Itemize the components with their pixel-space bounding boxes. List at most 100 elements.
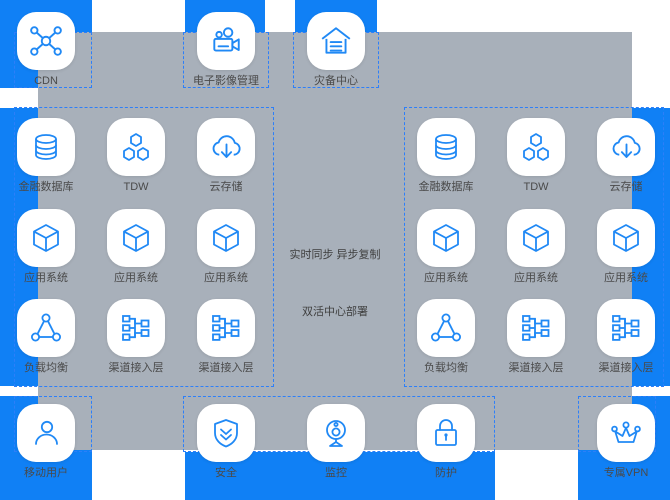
user-icon (30, 417, 62, 449)
node-right-tdw[interactable]: TDW (505, 118, 567, 194)
node-tile (597, 118, 655, 176)
node-label: 渠道接入层 (108, 362, 164, 374)
node-label: 渠道接入层 (508, 362, 564, 374)
node-left-app-system-3[interactable]: 应用系统 (195, 209, 257, 285)
disaster-recovery-building-icon (319, 24, 353, 58)
webcam-monitor-icon (320, 417, 352, 449)
node-disaster-recovery-center[interactable]: 灾备中心 (305, 12, 367, 88)
node-label: 负载均衡 (24, 362, 68, 374)
node-label: 应用系统 (24, 272, 68, 284)
node-label: 应用系统 (204, 272, 248, 284)
node-left-load-balancer[interactable]: 负载均衡 (15, 299, 77, 375)
node-left-channel-access-2[interactable]: 渠道接入层 (195, 299, 257, 375)
node-left-cloud-storage[interactable]: 云存储 (195, 118, 257, 194)
node-tile (307, 12, 365, 70)
node-tile (417, 404, 475, 462)
deployment-annotation: 双活中心部署 (302, 306, 368, 318)
node-tile (597, 299, 655, 357)
video-camera-icon (209, 24, 243, 58)
node-tile (417, 209, 475, 267)
node-right-channel-access-2[interactable]: 渠道接入层 (595, 299, 657, 375)
node-right-load-balancer[interactable]: 负载均衡 (415, 299, 477, 375)
node-left-tdw[interactable]: TDW (105, 118, 167, 194)
hierarchy-tree-icon (610, 312, 642, 344)
node-monitoring[interactable]: 监控 (305, 404, 367, 480)
node-tile (507, 118, 565, 176)
node-label: 监控 (325, 467, 347, 479)
node-tile (17, 12, 75, 70)
node-tile (197, 299, 255, 357)
node-label: 移动用户 (24, 467, 68, 479)
group-frame-right-datacenter (404, 107, 664, 387)
cdn-network-icon (29, 24, 63, 58)
node-tile (197, 209, 255, 267)
node-label: 灾备中心 (314, 75, 358, 87)
node-tile (17, 118, 75, 176)
node-tile (197, 12, 255, 70)
group-frame-left-datacenter (14, 107, 274, 387)
node-left-channel-access-1[interactable]: 渠道接入层 (105, 299, 167, 375)
node-label: 云存储 (609, 181, 643, 193)
node-mobile-user[interactable]: 移动用户 (15, 404, 77, 480)
hierarchy-tree-icon (210, 312, 242, 344)
node-tile (197, 118, 255, 176)
node-label: 专属VPN (603, 467, 649, 479)
cluster-nodes-icon (120, 131, 152, 163)
node-left-app-system-1[interactable]: 应用系统 (15, 209, 77, 285)
node-right-cloud-storage[interactable]: 云存储 (595, 118, 657, 194)
node-tile (597, 404, 655, 462)
node-right-channel-access-1[interactable]: 渠道接入层 (505, 299, 567, 375)
cluster-nodes-icon (520, 131, 552, 163)
load-balancer-icon (430, 312, 462, 344)
node-electronic-imaging[interactable]: 电子影像管理 (193, 12, 259, 88)
node-protection[interactable]: 防护 (415, 404, 477, 480)
node-label: 应用系统 (514, 272, 558, 284)
node-tile (17, 209, 75, 267)
node-right-app-system-2[interactable]: 应用系统 (505, 209, 567, 285)
cube-icon (120, 222, 152, 254)
node-tile (417, 299, 475, 357)
node-tile (197, 404, 255, 462)
node-left-financial-db[interactable]: 金融数据库 (15, 118, 77, 194)
node-tile (17, 299, 75, 357)
vpn-crown-icon (610, 417, 642, 449)
cube-icon (210, 222, 242, 254)
node-right-app-system-1[interactable]: 应用系统 (415, 209, 477, 285)
node-label: 安全 (215, 467, 237, 479)
node-tile (597, 209, 655, 267)
node-label: 负载均衡 (424, 362, 468, 374)
lock-icon (430, 417, 462, 449)
node-label: 金融数据库 (418, 181, 474, 193)
cube-icon (30, 222, 62, 254)
shield-icon (210, 417, 242, 449)
database-icon (430, 131, 462, 163)
node-dedicated-vpn[interactable]: 专属VPN (595, 404, 657, 480)
hierarchy-tree-icon (120, 312, 152, 344)
node-tile (507, 299, 565, 357)
node-left-app-system-2[interactable]: 应用系统 (105, 209, 167, 285)
node-security[interactable]: 安全 (195, 404, 257, 480)
node-label: TDW (523, 181, 549, 193)
sync-annotation: 实时同步 异步复制 (289, 249, 381, 261)
node-tile (107, 118, 165, 176)
node-right-financial-db[interactable]: 金融数据库 (415, 118, 477, 194)
node-label: TDW (123, 181, 149, 193)
node-right-app-system-3[interactable]: 应用系统 (595, 209, 657, 285)
node-label: 金融数据库 (18, 181, 74, 193)
node-tile (307, 404, 365, 462)
node-label: 应用系统 (604, 272, 648, 284)
node-label: 应用系统 (114, 272, 158, 284)
node-tile (107, 209, 165, 267)
node-tile (107, 299, 165, 357)
node-label: 电子影像管理 (193, 75, 259, 87)
cloud-download-icon (210, 131, 243, 164)
node-tile (417, 118, 475, 176)
node-label: 渠道接入层 (198, 362, 254, 374)
node-label: 防护 (435, 467, 457, 479)
node-label: 渠道接入层 (598, 362, 654, 374)
node-cdn[interactable]: CDN (15, 12, 77, 88)
cube-icon (520, 222, 552, 254)
cloud-download-icon (610, 131, 643, 164)
database-icon (30, 131, 62, 163)
